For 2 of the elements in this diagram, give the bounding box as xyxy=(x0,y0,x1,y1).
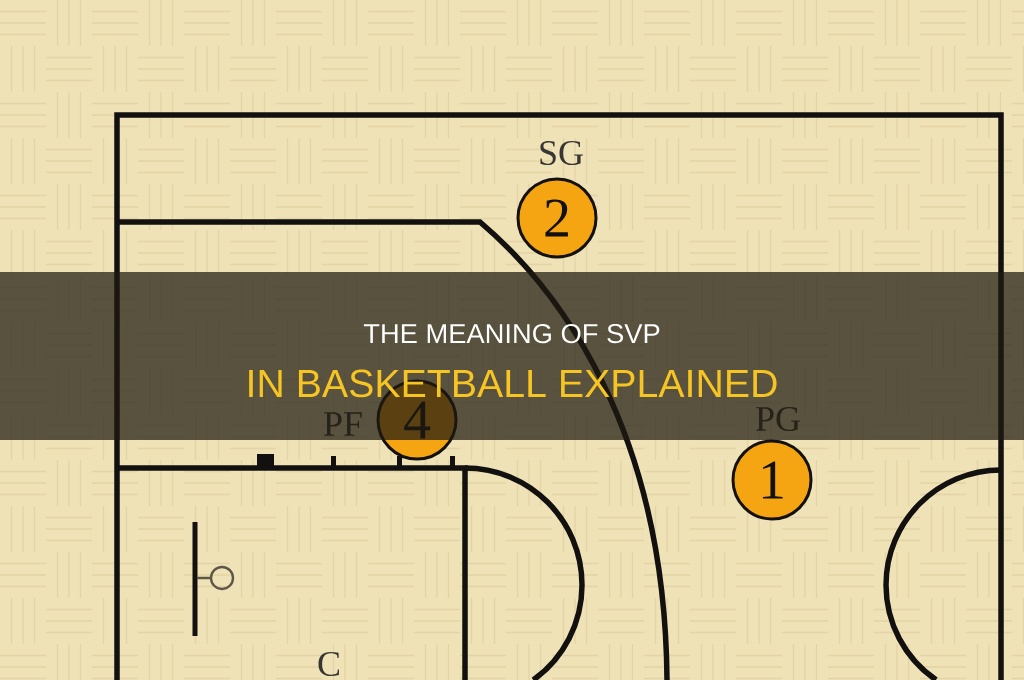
position-label: C xyxy=(318,651,339,677)
position-label: SG xyxy=(540,140,583,166)
